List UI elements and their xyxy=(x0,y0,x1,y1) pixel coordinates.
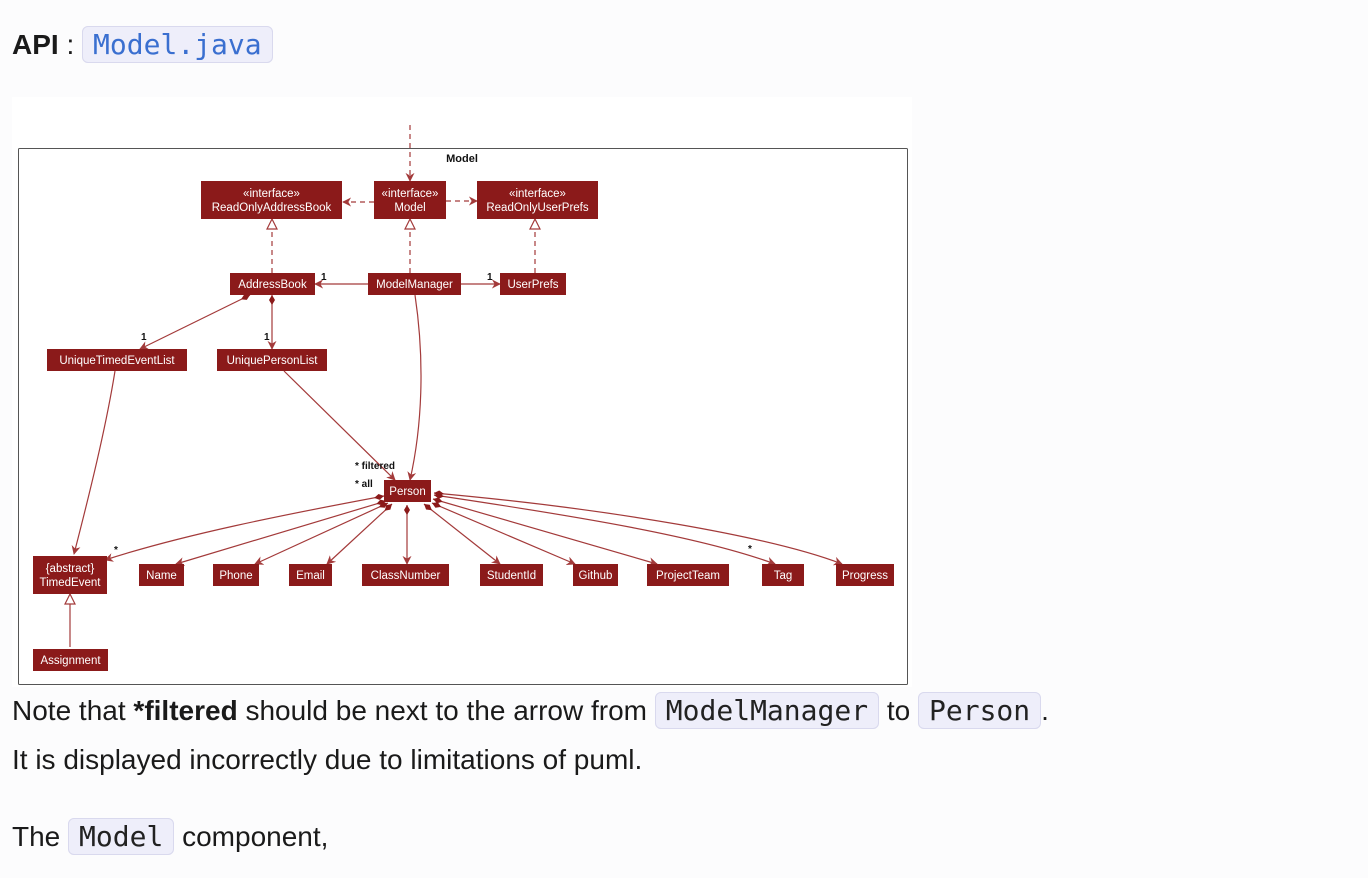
note-line-1: Note that *filtered should be next to th… xyxy=(12,692,1049,729)
mult-userprefs: 1 xyxy=(487,272,493,283)
node-model: «interface» Model xyxy=(382,188,439,214)
svg-text:«interface»: «interface» xyxy=(243,188,300,200)
node-tag: Tag xyxy=(774,570,793,582)
code-modelmanager: ModelManager xyxy=(654,692,880,729)
person-to-projectteam-composition xyxy=(432,497,658,567)
node-uniquepersonlist: UniquePersonList xyxy=(227,355,319,367)
person-to-email-composition xyxy=(326,503,393,565)
node-readonlyuserprefs: «interface» ReadOnlyUserPrefs xyxy=(486,188,589,214)
node-timedevent: {abstract} TimedEvent xyxy=(40,563,102,589)
modelmanager-to-person-arrow xyxy=(407,294,422,481)
person-to-progress-composition xyxy=(433,490,843,566)
mult-timedevent: * xyxy=(114,545,118,556)
node-projectteam: ProjectTeam xyxy=(656,570,720,582)
model-class-diagram: Model xyxy=(12,97,912,687)
model-package-frame xyxy=(18,148,908,685)
person-to-tag-composition xyxy=(433,492,776,566)
node-progress: Progress xyxy=(842,570,888,582)
node-readonlyaddressbook: «interface» ReadOnlyAddressBook xyxy=(212,188,332,214)
node-userprefs: UserPrefs xyxy=(507,279,558,291)
code-model: Model xyxy=(68,818,175,855)
package-title: Model xyxy=(446,153,478,165)
node-phone: Phone xyxy=(219,570,252,582)
node-email: Email xyxy=(296,570,325,582)
api-separator: : xyxy=(66,29,75,60)
mult-filtered: * filtered xyxy=(355,461,395,472)
upl-to-person-arrow xyxy=(283,370,396,481)
mult-utel: 1 xyxy=(141,332,147,343)
mult-all: * all xyxy=(355,479,373,490)
svg-text:Model: Model xyxy=(394,202,425,214)
note-line-2: It is displayed incorrectly due to limit… xyxy=(12,744,643,775)
person-to-phone-composition xyxy=(254,502,389,565)
model-java-link[interactable]: Model.java xyxy=(82,26,273,63)
svg-text:«interface»: «interface» xyxy=(382,188,439,200)
note-bold-filtered: *filtered xyxy=(133,695,238,726)
mult-tag: * xyxy=(748,544,752,555)
mult-addressbook: 1 xyxy=(321,272,327,283)
node-classnumber: ClassNumber xyxy=(371,570,441,582)
utel-to-timedevent-arrow xyxy=(71,370,116,555)
node-person: Person xyxy=(389,486,425,498)
svg-text:TimedEvent: TimedEvent xyxy=(40,577,102,589)
node-modelmanager: ModelManager xyxy=(376,279,453,291)
node-github: Github xyxy=(579,570,613,582)
code-person: Person xyxy=(918,692,1042,729)
node-name: Name xyxy=(146,570,177,582)
api-label: API xyxy=(12,29,59,60)
mult-upl: 1 xyxy=(264,332,270,343)
node-assignment: Assignment xyxy=(40,655,101,667)
svg-text:{abstract}: {abstract} xyxy=(46,563,95,575)
component-intro: The Model component, xyxy=(12,818,329,855)
svg-text:«interface»: «interface» xyxy=(509,188,566,200)
node-addressbook: AddressBook xyxy=(238,279,307,291)
addressbook-to-utel-composition xyxy=(139,294,251,350)
person-to-studentid-composition xyxy=(423,503,501,565)
node-studentid: StudentId xyxy=(487,570,536,582)
api-heading: API : Model.java xyxy=(12,22,273,68)
node-uniquetimedeventlist: UniqueTimedEventList xyxy=(59,355,175,367)
svg-text:ReadOnlyAddressBook: ReadOnlyAddressBook xyxy=(212,202,332,214)
svg-text:ReadOnlyUserPrefs: ReadOnlyUserPrefs xyxy=(486,202,589,214)
